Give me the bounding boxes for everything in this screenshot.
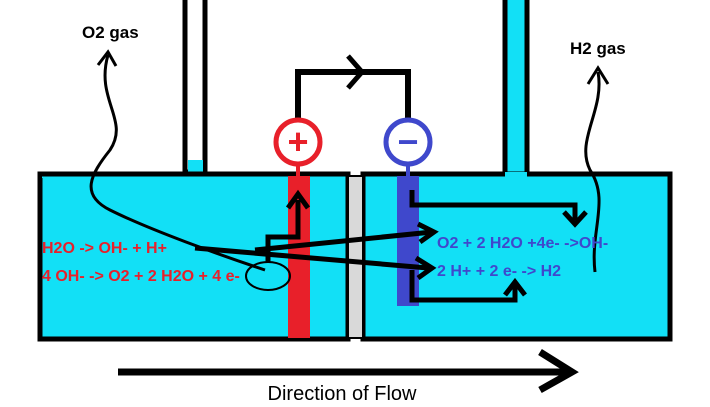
electron-path-cathode-lower [409,270,518,303]
cathode-lower-arrow-icon [503,277,527,297]
electron-highlight-circle [245,261,291,291]
ion-arrow-bottom-icon [414,255,437,281]
cathode-reaction-2: 2 H+ + 2 e- -> H2 [437,263,561,280]
ion-path-to-cathode-bottom [194,245,429,271]
cathode-symbol: − [397,121,418,162]
anode-terminal: + [273,117,323,167]
flow-arrow-icon [538,349,579,394]
flow-direction-label: Direction of Flow [268,383,417,405]
anode-reaction-1: H2O -> OH- + H+ [42,240,167,257]
electron-path-cathode-upper [409,190,578,220]
o2-gas-path [89,54,266,272]
h2-gas-path [584,71,601,273]
right-gas-tube [502,0,530,172]
circuit-arrow-icon [346,54,366,90]
o2-arrow-icon [96,49,118,67]
anode-reaction-2: 4 OH- -> O2 + 2 H2O + 4 e- [42,268,240,285]
cathode-reaction-1: O2 + 2 H2O +4e- ->OH- [437,235,608,252]
left-gas-tube [0,0,188,172]
h2-arrow-icon [586,65,610,85]
external-circuit-wire [295,69,411,118]
electrode-housing [185,0,208,175]
cathode-terminal: − [383,117,433,167]
membrane [347,175,364,339]
anode-up-arrow-icon [285,189,311,210]
ion-arrow-top-icon [416,221,439,245]
ion-path-to-cathode-top [254,229,433,253]
o2-gas-label: O2 gas [82,23,139,42]
anode-symbol: + [287,121,308,162]
cathode-upper-arrow-icon [562,210,588,228]
h2-gas-label: H2 gas [570,39,626,58]
cathode-electrode [397,176,419,306]
